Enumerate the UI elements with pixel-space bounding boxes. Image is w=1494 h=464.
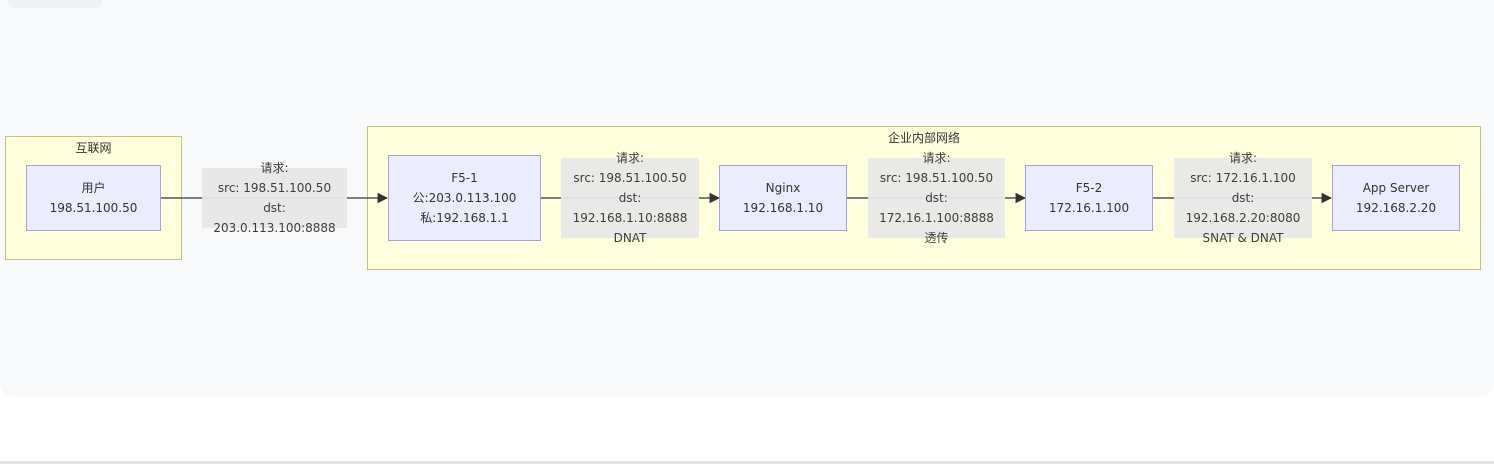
cluster-internet-title: 互联网	[75, 141, 112, 155]
edge-label-line: dst: 192.168.2.20:8080	[1185, 191, 1301, 225]
edge-label-line: SNAT & DNAT	[1202, 231, 1284, 245]
edge-label-line: dst: 172.16.1.100:8888	[879, 191, 994, 225]
edge-label-line: 请求:	[260, 161, 289, 175]
edge-label-line: dst: 203.0.113.100:8888	[213, 201, 336, 235]
edge-label-line: dst: 192.168.1.10:8888	[572, 191, 688, 225]
edge-label-nginx-to-f5-2: 请求: src: 198.51.100.50 dst: 172.16.1.100…	[868, 151, 1005, 245]
edge-label-line: 透传	[924, 231, 949, 245]
edge-label-user-to-f5-1: 请求: src: 198.51.100.50 dst: 203.0.113.10…	[202, 161, 347, 235]
top-shadow	[8, 0, 103, 8]
node-f5-1[interactable]: F5-1 公:203.0.113.100 私:192.168.1.1	[388, 155, 541, 241]
edge-label-line: 请求:	[1228, 151, 1258, 165]
edge-label-line: 请求:	[615, 151, 645, 165]
node-label: Nginx	[765, 181, 801, 195]
edge-label-line: DNAT	[613, 231, 647, 245]
node-private-ip: 私:192.168.1.1	[420, 211, 509, 225]
node-label: 用户	[81, 181, 106, 195]
edge-label-f5-1-to-nginx: 请求: src: 198.51.100.50 dst: 192.168.1.10…	[561, 151, 699, 245]
node-label: F5-1	[451, 171, 478, 185]
node-label: App Server	[1362, 181, 1430, 195]
node-app-server[interactable]: App Server 192.168.2.20	[1332, 165, 1460, 231]
bottom-divider	[0, 461, 1494, 464]
node-label: F5-2	[1075, 181, 1103, 195]
node-ip: 172.16.1.100	[1048, 201, 1130, 215]
edge-label-line: src: 198.51.100.50	[217, 181, 332, 195]
node-f5-2[interactable]: F5-2 172.16.1.100	[1025, 165, 1153, 231]
node-ip: 198.51.100.50	[49, 201, 138, 215]
edge-label-line: src: 198.51.100.50	[879, 171, 994, 185]
node-ip: 192.168.2.20	[1355, 201, 1437, 215]
edge-label-line: src: 198.51.100.50	[573, 171, 687, 185]
edge-label-line: 请求:	[922, 151, 951, 165]
node-user[interactable]: 用户 198.51.100.50	[26, 165, 161, 231]
node-public-ip: 公:203.0.113.100	[412, 191, 517, 205]
cluster-enterprise-title: 企业内部网络	[887, 131, 960, 145]
edge-label-f5-2-to-app-server: 请求: src: 172.16.1.100 dst: 192.168.2.20:…	[1174, 151, 1312, 245]
node-ip: 192.168.1.10	[742, 201, 824, 215]
edge-label-line: src: 172.16.1.100	[1190, 171, 1296, 185]
node-nginx[interactable]: Nginx 192.168.1.10	[719, 165, 847, 231]
